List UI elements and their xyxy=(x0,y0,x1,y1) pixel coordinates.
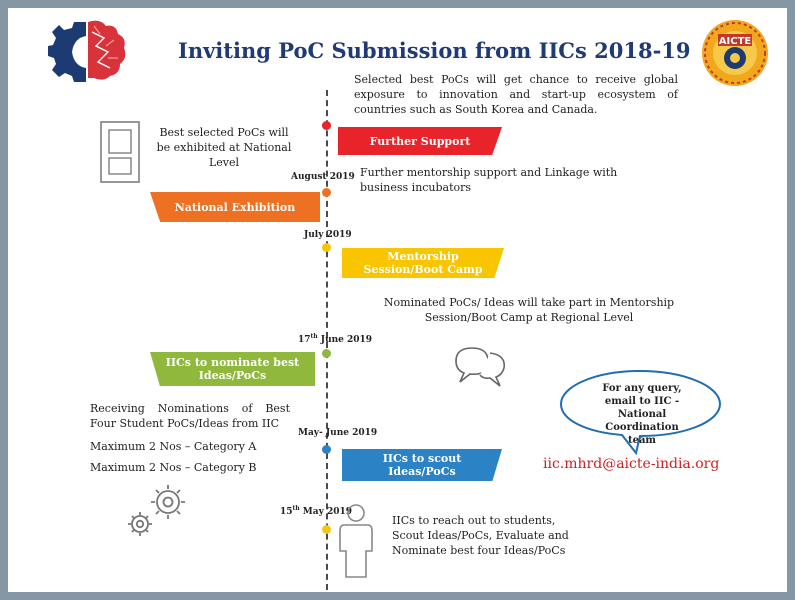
svg-text:AICTE: AICTE xyxy=(719,36,752,47)
receiving-nominations-text: Receiving Nominations of Best Four Stude… xyxy=(90,402,290,430)
aicte-logo: AICTE xyxy=(702,20,768,86)
category-b-text: Maximum 2 Nos – Category B xyxy=(90,461,257,474)
person-icon xyxy=(339,504,373,578)
exhibit-panel-icon xyxy=(100,121,140,183)
date-may-june-2019: May- June 2019 xyxy=(298,428,378,438)
query-text: For any query, email to IIC - National C… xyxy=(602,383,682,446)
timeline-dot-nominate xyxy=(322,349,331,358)
brain-gear-logo xyxy=(48,20,126,82)
date-august-2019: August 2019 xyxy=(291,172,355,182)
date-15-may-2019: 15th May 2019 xyxy=(280,505,353,517)
further-support-description: Selected best PoCs will get chance to re… xyxy=(354,73,678,116)
mentorship-session-banner: Mentorship Session/Boot Camp xyxy=(342,248,504,278)
page-title: Inviting PoC Submission from IICs 2018-1… xyxy=(178,38,691,63)
date-july-2019: July 2019 xyxy=(304,230,352,240)
nominated-description: Nominated PoCs/ Ideas will take part in … xyxy=(383,296,675,324)
exhibit-note: Best selected PoCs will be exhibited at … xyxy=(156,126,292,169)
infographic-card: Inviting PoC Submission from IICs 2018-1… xyxy=(8,8,787,592)
timeline-dot-national-exhibition xyxy=(322,188,331,197)
category-a-text: Maximum 2 Nos – Category A xyxy=(90,440,257,453)
timeline-dot-scout xyxy=(322,445,331,454)
timeline-dot-reach-out xyxy=(322,525,331,534)
timeline-dot-mentorship xyxy=(322,243,331,252)
chat-bubbles-icon xyxy=(455,347,506,387)
gears-icon xyxy=(128,485,185,536)
date-17-june-2019: 17th June 2019 xyxy=(298,333,373,345)
mentorship-support-description: Further mentorship support and Linkage w… xyxy=(360,166,618,194)
query-email-link[interactable]: iic.mhrd@aicte-india.org xyxy=(543,456,720,472)
nominate-banner: IICs to nominate best Ideas/PoCs xyxy=(150,352,315,386)
further-support-banner: Further Support xyxy=(338,127,502,155)
timeline-line xyxy=(326,90,328,590)
reach-out-description: IICs to reach out to students, Scout Ide… xyxy=(392,514,569,557)
scout-banner: IICs to scout Ideas/PoCs xyxy=(342,449,502,481)
query-speech-bubble xyxy=(559,369,722,456)
timeline-dot-further-support xyxy=(322,121,331,130)
national-exhibition-banner: National Exhibition xyxy=(150,192,320,222)
